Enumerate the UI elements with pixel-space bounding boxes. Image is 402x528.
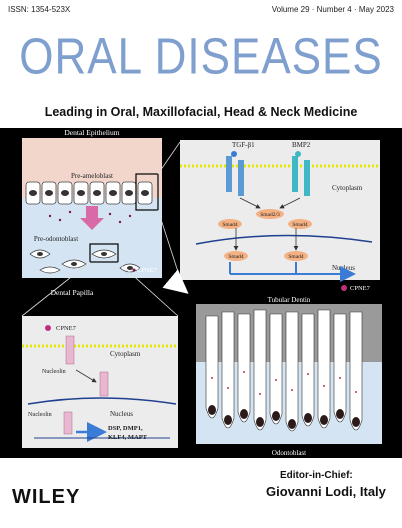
cover-artwork: Dental Epithelium Pre-ameloblast (0, 128, 402, 458)
editor-name: Giovanni Lodi, Italy (266, 484, 386, 499)
bmp-receptor-1 (292, 156, 298, 192)
transition-arrow (162, 269, 189, 294)
cover-illustration: Dental Epithelium Pre-ameloblast (21, 128, 382, 457)
label-cytoplasm-top: Cytoplasm (332, 184, 363, 192)
label-nucleolin-a: Nucleolin (42, 369, 66, 375)
odontoblast-nuclei (208, 405, 360, 429)
editor-label: Editor-in-Chief: (280, 470, 353, 481)
label-nucleus-lower: Nucleus (110, 410, 133, 418)
publisher-logo: WILEY (12, 486, 81, 508)
zoom-box-bottom (89, 243, 119, 263)
label-smad2-3: Smad2/3 (260, 212, 280, 218)
label-nucleolin-b: Nucleolin (28, 412, 52, 418)
label-pre-odontoblast: Pre-odontoblast (34, 235, 78, 243)
journal-title: ORAL DISEASES (19, 28, 383, 86)
tgf-receptor-2 (238, 160, 244, 196)
tgf-receptor-1 (226, 156, 232, 192)
secretion-arrow (80, 206, 104, 230)
label-odontoblast: Odontoblast (272, 449, 306, 457)
issn: ISSN: 1354-523X (8, 5, 71, 14)
label-dental-papilla: Dental Papilla (51, 288, 94, 297)
bmp-receptor-2 (304, 160, 310, 196)
label-nucleus-top: Nucleus (332, 264, 355, 272)
cpne7-dots (48, 210, 132, 224)
tissue-panel: Dental Epithelium Pre-ameloblast (22, 128, 162, 297)
nucleolin-panel: CPNE7 Cytoplasm Nucleolin Nucleolin Nucl… (22, 316, 178, 448)
label-cytoplasm-lower: Cytoplasm (110, 350, 141, 358)
odontoblast-panel: Tubular Dentin (196, 296, 382, 457)
label-smad4-d: Smad4 (288, 254, 304, 260)
cover-top-bar: ISSN: 1354-523X Volume 29 · Number 4 · M… (0, 0, 402, 30)
volume-info: Volume 29 · Number 4 · May 2023 (271, 5, 394, 14)
signaling-panel: TGF-β1 BMP2 Cytoplasm Smad2/3 Smad4 Smad… (180, 140, 380, 282)
odontoblast-cells (205, 309, 363, 432)
label-tubular-dentin: Tubular Dentin (268, 296, 311, 304)
ameloblast-cell-row (25, 181, 153, 205)
zoom-box-top (135, 173, 159, 211)
label-dental-epithelium: Dental Epithelium (64, 128, 119, 137)
label-genes-line2: KLF4, MAPT (108, 434, 148, 441)
label-pre-ameloblast: Pre-ameloblast (71, 172, 113, 180)
label-genes-line1: DSP, DMP1, (108, 425, 143, 432)
label-smad4-b: Smad4 (292, 222, 308, 228)
label-smad4-c: Smad4 (228, 254, 244, 260)
journal-tagline: Leading in Oral, Maxillofacial, Head & N… (44, 105, 358, 119)
label-cpne7-small: CPNE7 (137, 267, 158, 274)
label-smad4-a: Smad4 (222, 222, 238, 228)
signaling-panel-bg (180, 140, 380, 280)
odontoblast-cpne7-dots (211, 371, 357, 395)
label-cpne7-right: CPNE7 (350, 285, 371, 292)
papilla-cells (29, 249, 141, 274)
label-cpne7-lower: CPNE7 (56, 325, 77, 332)
label-tgf-b1: TGF-β1 (232, 141, 255, 149)
label-bmp2: BMP2 (292, 141, 311, 149)
